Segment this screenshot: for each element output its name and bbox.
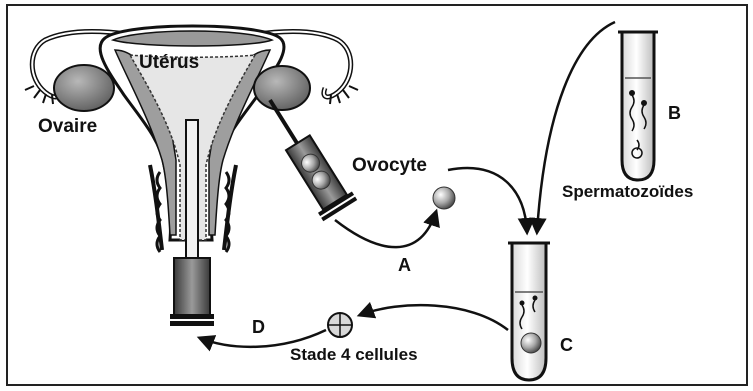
step-label-a: A (398, 255, 411, 276)
step-label-d: D (252, 317, 265, 338)
label-spermatozoides: Spermatozoïdes (562, 182, 693, 202)
arrow-c (360, 305, 508, 330)
label-stade: Stade 4 cellules (290, 345, 418, 365)
right-ovary (254, 66, 310, 110)
arrow-ovocyte-to-tube (448, 168, 527, 232)
retrieval-syringe (270, 100, 357, 221)
sperm-tube (618, 32, 658, 180)
label-uterus: Utérus (139, 52, 199, 74)
step-label-c: C (560, 335, 573, 356)
label-ovaire: Ovaire (38, 116, 97, 138)
label-ovocyte: Ovocyte (352, 155, 427, 177)
arrow-a (335, 212, 436, 247)
left-ovary (54, 65, 114, 111)
culture-tube (508, 243, 550, 380)
step-label-b: B (668, 103, 681, 124)
ovocyte-cell (433, 187, 455, 209)
embryo-4-cell (328, 313, 352, 337)
